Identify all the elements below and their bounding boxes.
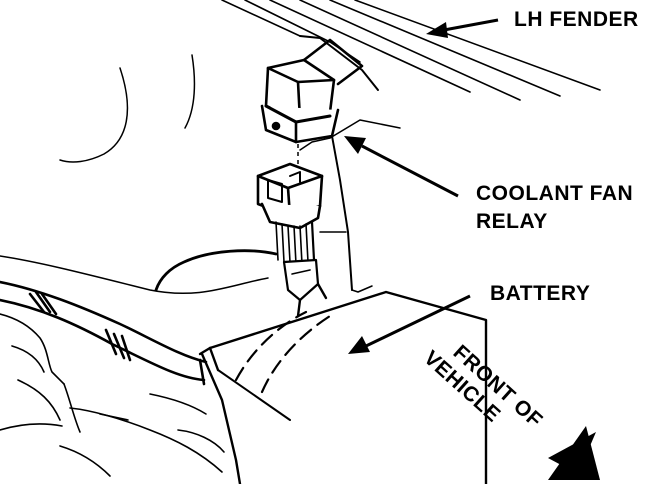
label-lh-fender: LH FENDER xyxy=(514,8,639,31)
front-of-vehicle-label: FRONT OF VEHICLE xyxy=(419,341,547,433)
coolant-fan-relay xyxy=(260,38,364,144)
label-coolant-fan-relay-line2: RELAY xyxy=(476,210,548,233)
front-direction-arrow-icon xyxy=(548,426,600,480)
label-battery: BATTERY xyxy=(490,282,590,305)
lower-body-contours xyxy=(0,313,225,477)
relay-connector xyxy=(256,162,324,230)
engine-compartment-contours xyxy=(0,54,401,295)
ground-wire xyxy=(154,249,278,292)
leader-arrow-lh-fender xyxy=(426,18,499,38)
battery-cable xyxy=(0,280,208,386)
leader-arrow-battery xyxy=(348,294,471,354)
wiring-harness xyxy=(275,220,328,318)
label-coolant-fan-relay-line1: COOLANT FAN xyxy=(476,182,633,205)
battery xyxy=(198,290,488,484)
leader-arrow-coolant-fan-relay xyxy=(344,136,459,198)
lh-fender-outline xyxy=(221,0,601,101)
